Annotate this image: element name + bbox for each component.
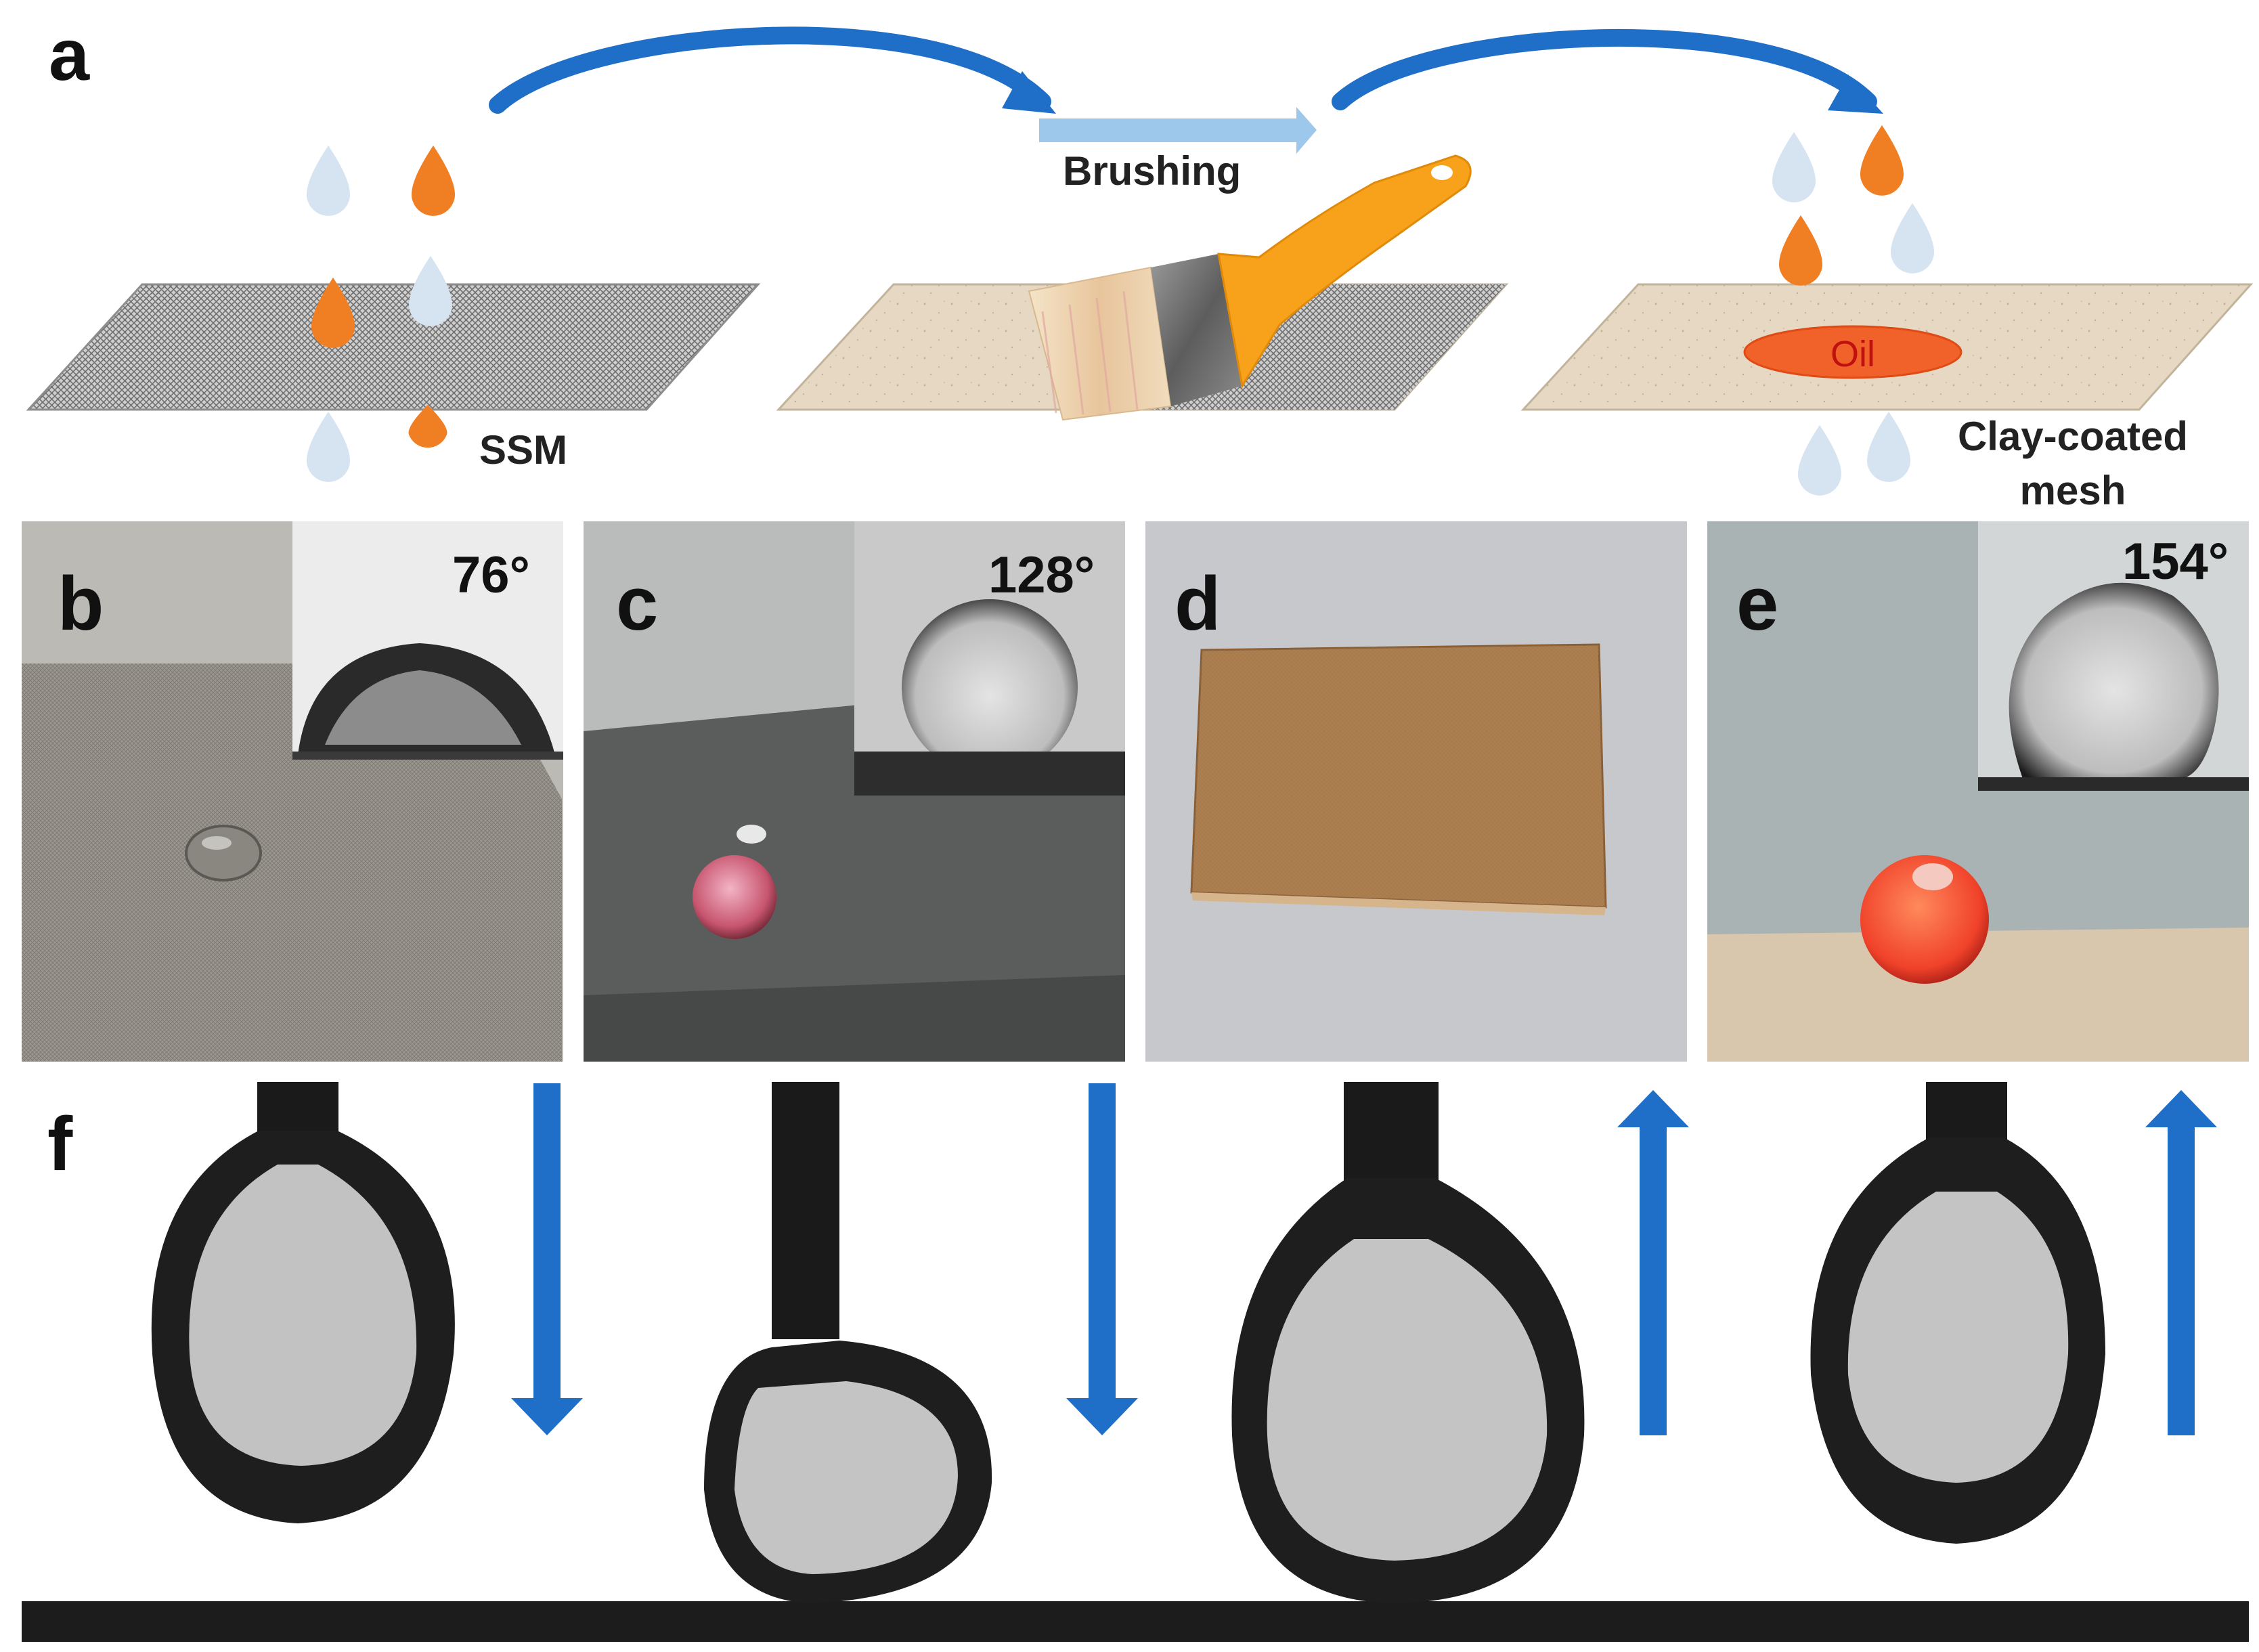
needle bbox=[1344, 1082, 1439, 1190]
inset-surface bbox=[854, 752, 1125, 796]
water-drop-icon bbox=[1772, 132, 1816, 202]
clay-mesh-label-line2: mesh bbox=[2020, 468, 2126, 513]
ssm-photo bbox=[22, 664, 562, 1062]
droplet-highlight bbox=[737, 825, 766, 844]
oil-label: Oil bbox=[1830, 334, 1875, 374]
brushing-arrow-shaft bbox=[1039, 118, 1300, 142]
contact-angle-b: 76° bbox=[452, 546, 530, 604]
needle bbox=[1926, 1082, 2007, 1143]
oil-drop-icon bbox=[408, 405, 447, 448]
water-drop-icon bbox=[1798, 425, 1841, 496]
needle bbox=[772, 1082, 839, 1339]
panel-d: d bbox=[1145, 521, 1687, 1062]
water-droplet-pink bbox=[693, 855, 776, 939]
process-arrow-1 bbox=[489, 26, 1051, 114]
paint-brush-icon bbox=[1028, 154, 1472, 421]
inset-droplet bbox=[902, 599, 1078, 775]
arrow-down-icon-head bbox=[511, 1398, 583, 1435]
brushing-arrow-head bbox=[1296, 107, 1317, 154]
arrow-down-icon-head bbox=[1066, 1398, 1138, 1435]
pendant-drop-interior bbox=[1847, 1192, 2069, 1483]
oil-puddle bbox=[1743, 325, 1962, 379]
water-drop-icon bbox=[1867, 412, 1910, 482]
arrow-down-icon bbox=[533, 1083, 561, 1401]
oil-drop-icon bbox=[311, 278, 355, 348]
panel-c-label: c bbox=[616, 561, 658, 646]
arrow-up-icon-head bbox=[1617, 1090, 1689, 1127]
inset-droplet-reflection bbox=[325, 670, 521, 745]
arrow-down-icon bbox=[1089, 1083, 1116, 1401]
panel-e-label: e bbox=[1736, 561, 1778, 646]
oil-drop-icon bbox=[412, 146, 455, 216]
oil-drop-icon bbox=[1779, 215, 1822, 286]
water-droplet-red bbox=[1860, 855, 1989, 984]
panel-f: f bbox=[22, 1082, 2249, 1652]
droplet-highlight bbox=[202, 836, 232, 850]
brushing-label: Brushing bbox=[1063, 148, 1241, 194]
panel-b-label: b bbox=[58, 561, 104, 646]
process-arrow-2 bbox=[1332, 28, 1877, 110]
mesh-edge bbox=[1191, 892, 1606, 915]
ssm-mesh bbox=[26, 283, 761, 411]
arrow-up-icon bbox=[2168, 1124, 2195, 1435]
inset-droplet bbox=[2009, 582, 2219, 779]
process-arrow-2-head bbox=[1828, 74, 1883, 114]
droplet-highlight bbox=[1912, 863, 1953, 890]
panel-d-label: d bbox=[1175, 561, 1221, 646]
panel-a: a Brushing SSM Oil bbox=[26, 14, 2254, 513]
pendant-drop-interior bbox=[189, 1165, 417, 1466]
inset-surface bbox=[292, 752, 563, 760]
detaching-drop-interior bbox=[1267, 1239, 1548, 1561]
water-drop-icon bbox=[307, 146, 350, 216]
panel-c: c 128° bbox=[584, 521, 1125, 1062]
water-drop-icon bbox=[409, 256, 452, 326]
ssm-label: SSM bbox=[479, 427, 567, 473]
clay-mesh-label-line1: Clay-coated bbox=[1958, 414, 2188, 459]
inset-surface bbox=[1978, 777, 2249, 791]
contact-angle-e: 154° bbox=[2122, 533, 2229, 590]
clay-surface-photo bbox=[1707, 928, 2249, 1062]
oil-drop-icon bbox=[1860, 125, 1904, 196]
process-arrow-1-head bbox=[1002, 71, 1056, 114]
oil-substrate bbox=[22, 1601, 2249, 1642]
water-drop-icon bbox=[307, 412, 350, 482]
panel-f-label: f bbox=[47, 1102, 73, 1186]
water-drop-icon bbox=[1891, 203, 1934, 274]
panel-a-label: a bbox=[49, 14, 90, 95]
arrow-up-icon-head bbox=[2145, 1090, 2217, 1127]
contacting-drop-interior bbox=[734, 1381, 958, 1574]
panel-e: e 154° bbox=[1707, 521, 2249, 1062]
water-droplet bbox=[185, 825, 262, 882]
mesh-texture bbox=[1191, 645, 1606, 907]
arrow-up-icon bbox=[1640, 1124, 1667, 1435]
panel-b: b 76° bbox=[22, 521, 563, 1062]
substrate-edge bbox=[584, 975, 1125, 1062]
contact-angle-c: 128° bbox=[988, 546, 1095, 604]
